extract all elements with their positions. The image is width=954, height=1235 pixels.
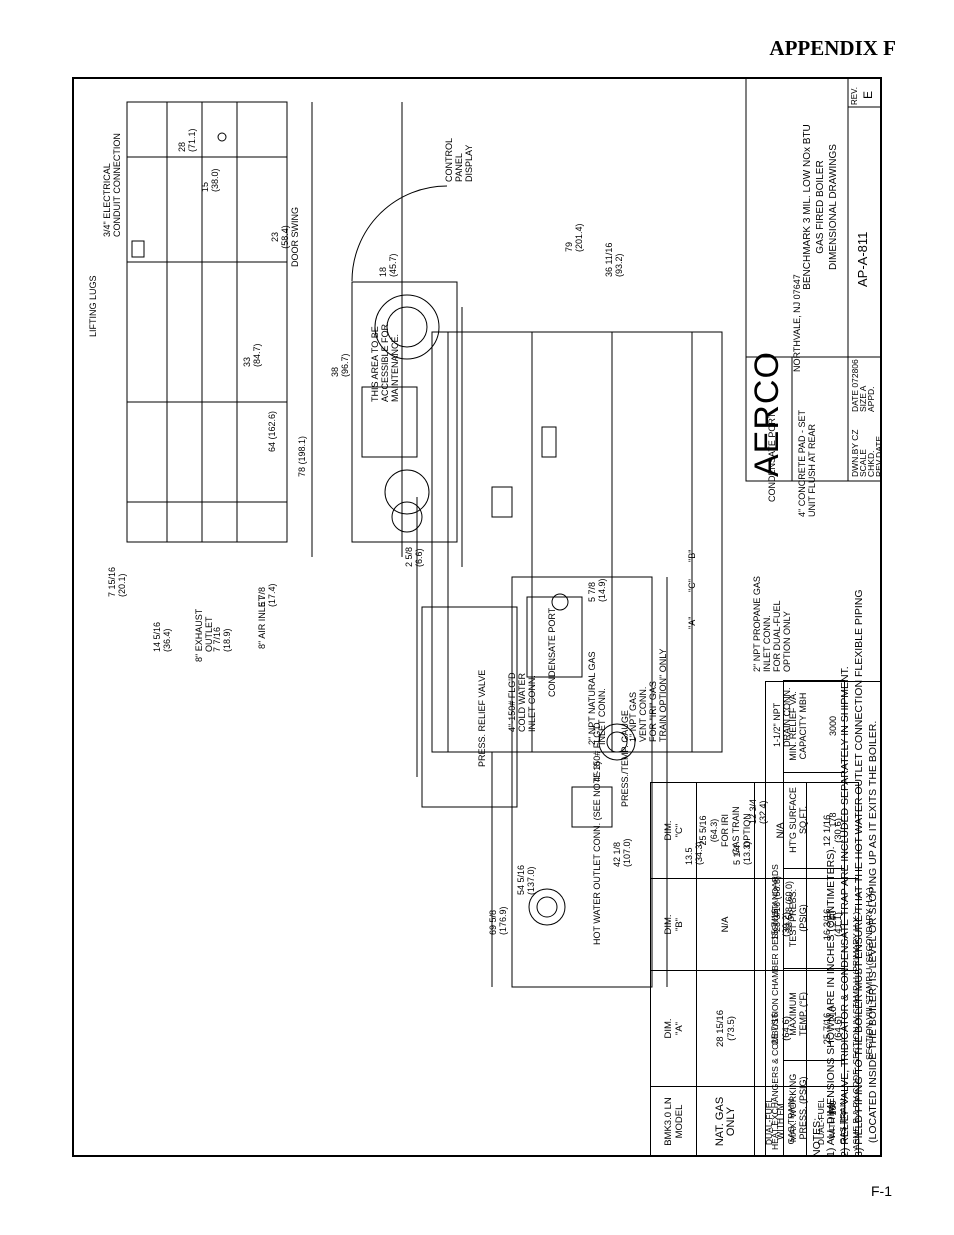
dim-15: 15 xyxy=(200,181,210,192)
label-propane-3: FOR DUAL-FUEL xyxy=(772,600,782,672)
dim-67: 6 7/8 xyxy=(257,586,267,607)
label-cold-water-2: COLD WATER xyxy=(517,672,527,732)
dim-42: 42 1/8 xyxy=(612,841,622,867)
label-control-2: PANEL xyxy=(454,153,464,182)
dim-5m: (13.3) xyxy=(742,841,752,865)
title-drawing-number: AP-A-811 xyxy=(855,231,870,287)
label-exhaust-1: 8" EXHAUST xyxy=(194,608,204,662)
label-maint-2: ACCESSIBLE FOR xyxy=(380,323,390,402)
dim-54: 54 5/16 xyxy=(516,864,526,895)
label-control-1: CONTROL xyxy=(444,137,454,182)
rotated-drawing: HEAT EXCHANGERS & COMBUSTION CHAMBER DES… xyxy=(72,77,884,1157)
dim-57m: (14.9) xyxy=(597,578,607,602)
label-electrical-1: 3/4" ELECTRICAL xyxy=(102,163,112,237)
dim-12: 12 3/4 xyxy=(748,798,758,824)
label-drain-1: 1-1/2" NPT xyxy=(772,702,782,747)
label-lifting-lugs: LIFTING LUGS xyxy=(88,275,98,337)
dim-79m: (201.4) xyxy=(574,223,584,252)
label-propane-1: 2" NPT PROPANE GAS xyxy=(752,576,762,672)
piping-view-outline xyxy=(511,576,653,988)
label-cold-water-3: INLET CONN. xyxy=(527,675,537,732)
dim-67m: (17.4) xyxy=(267,583,277,607)
dim-77: 7 7/16 xyxy=(212,626,222,652)
label-door-swing-1: 23 xyxy=(270,232,280,243)
dim-28m: (71.1) xyxy=(187,128,197,152)
dim-13m: (34.3) xyxy=(694,841,704,865)
label-natural-gas-2: INLET CONN. xyxy=(597,688,607,745)
page-number: F-1 xyxy=(871,1183,892,1199)
title-rev-value: E xyxy=(861,90,875,99)
label-door-swing-2: (58.4) xyxy=(280,225,290,249)
label-dim-c: "C" xyxy=(687,579,697,592)
dim-25m: (6.6) xyxy=(414,548,424,567)
label-dim-b: "B" xyxy=(687,549,697,562)
appendix-title: APPENDIX F xyxy=(769,36,896,60)
front-view-outline xyxy=(431,331,723,753)
label-vent-2: VENT CONN. xyxy=(638,686,648,742)
title-location: NORTHVALE, NJ 07647 xyxy=(792,274,802,372)
label-maint-3: MAINTENANCE. xyxy=(390,333,400,402)
dim-64: 64 (162.6) xyxy=(267,410,277,452)
label-propane-2: INLET CONN. xyxy=(762,615,772,672)
dim-23b: 23 5/8 (60.0) xyxy=(784,880,794,932)
title-rev-date: REV.DATE xyxy=(874,435,884,477)
dim-7m: (20.1) xyxy=(117,573,127,597)
plan-view-outline xyxy=(351,281,458,543)
dim-78: 78 (198.1) xyxy=(297,435,307,477)
dim-79: 79 xyxy=(564,241,574,252)
label-vent-1: 1" NPT GAS xyxy=(628,691,638,742)
label-cold-water-1: 4"-150# FLG'D xyxy=(507,672,517,732)
dim-69m: (176.9) xyxy=(498,906,508,935)
dim-7: 7 15/16 xyxy=(107,566,117,597)
title-line-1: BENCHMARK 3 MIL. LOW NOx BTU xyxy=(802,124,813,290)
label-electrical-2: CONDUIT CONNECTION xyxy=(112,133,122,237)
dim-33: 33 xyxy=(242,356,252,367)
dim-38: 38 xyxy=(330,366,340,377)
label-press-relief-valve: PRESS. RELIEF VALVE xyxy=(477,669,487,767)
dim-23a: 23 3/16 (58.8) xyxy=(772,875,782,932)
dim-69: 69 5/8 xyxy=(488,909,498,935)
label-pad-2: UNIT FLUSH AT REAR xyxy=(807,423,817,517)
dim-14m: (36.4) xyxy=(162,628,172,652)
title-line-3: DIMENSIONAL DRAWINGS xyxy=(828,144,839,270)
dim-42m: (107.0) xyxy=(622,838,632,867)
dim-36: 36 11/16 xyxy=(604,242,614,277)
title-appd: APPD. xyxy=(866,386,876,412)
title-line-2: GAS FIRED BOILER xyxy=(815,160,826,254)
aerco-logo: AERCO xyxy=(748,351,786,477)
dim-12m: (32.4) xyxy=(758,800,768,824)
dim-15m: (38.0) xyxy=(210,168,220,192)
label-dim-a: "A" xyxy=(687,616,697,629)
side-view-outline xyxy=(126,101,288,543)
label-vent-4: TRAIN OPTION" ONLY xyxy=(658,648,668,742)
label-vent-3: FOR "IRI" GAS xyxy=(648,681,658,742)
label-propane-4: OPTION ONLY xyxy=(782,611,792,672)
dim-38m: (96.7) xyxy=(340,353,350,377)
dim-5: 5 1/4 xyxy=(732,844,742,865)
label-pad-1: 4" CONCRETE PAD - SET xyxy=(797,409,807,517)
label-control-3: DISPLAY xyxy=(464,144,474,182)
label-drain-2: DRAIN CONN. xyxy=(782,687,792,747)
dim-57: 5 7/8 xyxy=(587,581,597,602)
dim-77m: (18.9) xyxy=(222,628,232,652)
title-rev-label: REV. xyxy=(850,87,859,105)
dim-18: 18 xyxy=(378,266,388,277)
dim-28: 28 xyxy=(177,141,187,152)
dim-25: 2 5/8 xyxy=(404,546,414,567)
dim-36m: (93.2) xyxy=(614,253,624,277)
dim-18m: (45.7) xyxy=(388,253,398,277)
dim-14: 14 5/16 xyxy=(152,621,162,652)
label-natural-gas-1: 2" NPT NATURAL GAS xyxy=(587,651,597,745)
label-condensate-port: CONDENSATE PORT xyxy=(547,607,557,697)
label-hot-water-outlet: HOT WATER OUTLET CONN. (SEE NOTE 3) xyxy=(592,761,602,945)
drawing-sheet: HEAT EXCHANGERS & COMBUSTION CHAMBER DES… xyxy=(72,77,884,1157)
dim-54m: (137.0) xyxy=(526,866,536,895)
label-maint-1: THIS AREA TO BE xyxy=(370,326,380,402)
dim-33m: (84.7) xyxy=(252,343,262,367)
dim-13: 13.5 xyxy=(684,847,694,865)
boiler-line-art xyxy=(126,77,882,988)
label-door-swing-3: DOOR SWING xyxy=(290,207,300,267)
